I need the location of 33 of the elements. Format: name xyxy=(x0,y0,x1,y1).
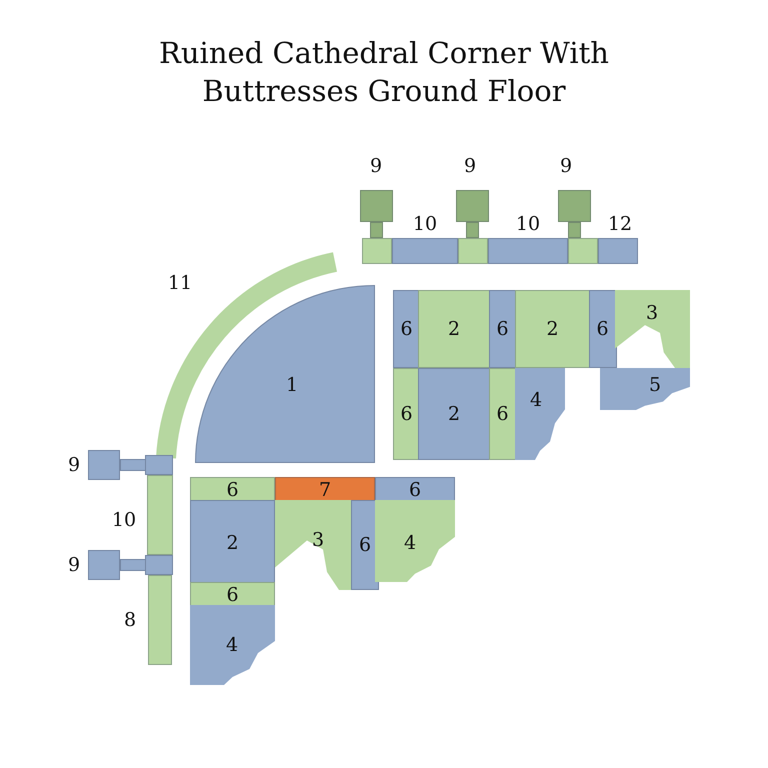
part-number: 5 xyxy=(648,374,662,396)
part-number: 4 xyxy=(226,634,238,656)
part-number: 6 xyxy=(408,479,422,501)
part-number: 10 xyxy=(516,213,540,235)
part-number: 2 xyxy=(226,532,239,554)
part-number: 2 xyxy=(448,318,460,340)
part-number: 12 xyxy=(608,213,632,235)
part-number: 9 xyxy=(68,454,80,476)
part-number: 9 xyxy=(560,155,572,177)
part-number: 8 xyxy=(124,609,136,631)
part-number: 7 xyxy=(318,479,332,501)
part-number: 9 xyxy=(464,155,476,177)
part-number: 4 xyxy=(404,532,416,554)
part-number: 6 xyxy=(496,318,509,340)
part-number: 9 xyxy=(370,155,382,177)
part-number: 4 xyxy=(530,389,542,411)
part-number: 2 xyxy=(546,318,559,340)
part-number: 6 xyxy=(496,403,509,425)
part-number: 11 xyxy=(168,272,192,294)
part-number: 6 xyxy=(400,403,413,425)
part-number: 3 xyxy=(312,529,324,551)
diagram-title: Ruined Cathedral Corner With Buttresses Ground Floor xyxy=(158,35,610,110)
part-number: 2 xyxy=(448,403,460,425)
part-number: 6 xyxy=(358,534,372,556)
part-number: 6 xyxy=(596,318,609,340)
part-number: 10 xyxy=(112,509,136,531)
part-number: 3 xyxy=(646,302,658,324)
part-number: 10 xyxy=(412,213,438,235)
part-number: 6 xyxy=(400,318,413,340)
part-number: 1 xyxy=(286,374,298,396)
part-number: 9 xyxy=(68,554,80,576)
part-number: 6 xyxy=(226,584,239,606)
part-number: 6 xyxy=(226,479,239,501)
